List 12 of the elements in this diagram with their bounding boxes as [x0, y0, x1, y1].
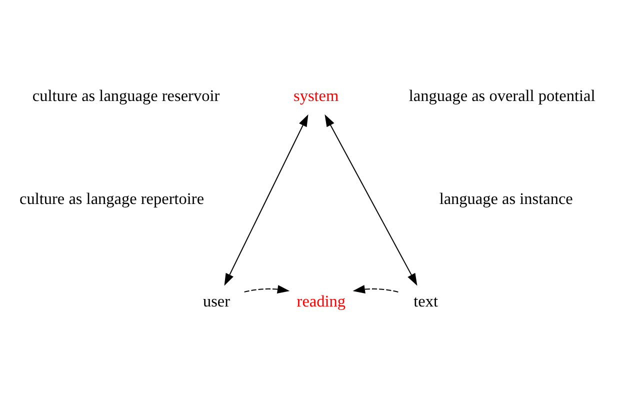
label: culture as language reservoir: [32, 87, 220, 106]
arrow: [224, 114, 308, 286]
node-text: reading: [296, 292, 346, 311]
label: language as overall potential: [408, 87, 596, 106]
label: culture as langage repertoire: [20, 190, 204, 208]
node-text: system: [294, 87, 339, 106]
arrow: [244, 285, 290, 294]
label: language as instance: [439, 190, 573, 208]
node-text: user: [202, 292, 230, 311]
arrow: [352, 285, 398, 294]
node-text: text: [414, 292, 438, 311]
arrow: [324, 114, 418, 286]
